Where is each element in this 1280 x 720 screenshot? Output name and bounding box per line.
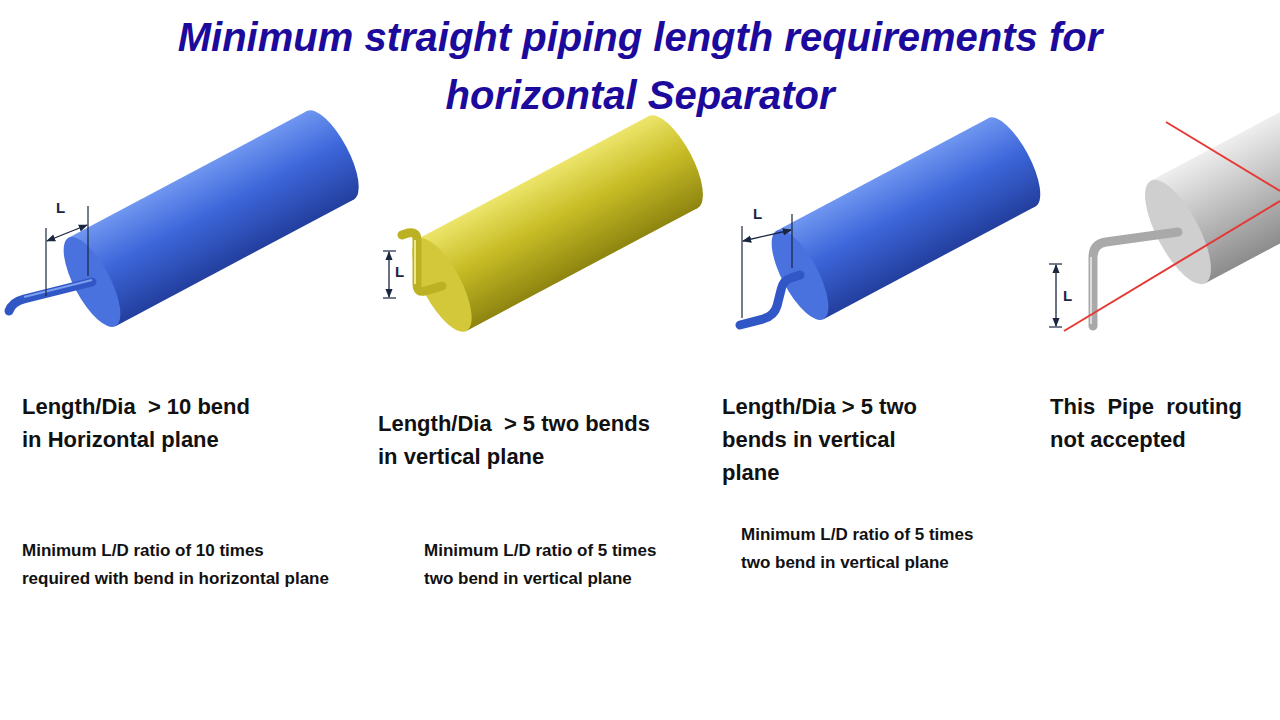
dimension-arrow bbox=[388, 252, 389, 297]
separator-vessel bbox=[1132, 78, 1280, 294]
dimension-label: L bbox=[1063, 287, 1072, 304]
nozzle-pipe bbox=[402, 233, 442, 292]
separator-vessel bbox=[761, 110, 1052, 328]
extension-line bbox=[87, 206, 88, 276]
extension-line bbox=[383, 297, 396, 298]
figure-caption: Length/Dia > 5 two bends in vertical pla… bbox=[378, 407, 653, 473]
figure-note: Minimum L/D ratio of 5 times two bend in… bbox=[424, 537, 724, 593]
dimension-label: L bbox=[56, 199, 65, 216]
reject-cross bbox=[1166, 122, 1280, 191]
pipe-highlight bbox=[24, 280, 92, 297]
nozzle-pipe bbox=[9, 282, 92, 311]
dimension-arrow bbox=[47, 225, 87, 241]
nozzle-pipe bbox=[740, 275, 800, 325]
reject-cross bbox=[1064, 201, 1280, 331]
figure-caption: This Pipe routing not accepted bbox=[1050, 390, 1274, 456]
dimension-arrow bbox=[1055, 265, 1056, 326]
dimension-label: L bbox=[395, 263, 404, 280]
figure-caption: Length/Dia > 10 bend in Horizontal plane bbox=[22, 390, 272, 456]
extension-line bbox=[741, 226, 742, 318]
extension-line bbox=[791, 214, 792, 268]
dimension-label: L bbox=[753, 205, 762, 222]
dimension-arrow bbox=[743, 230, 791, 241]
page-title: Minimum straight piping length requireme… bbox=[100, 8, 1180, 124]
figure-caption: Length/Dia > 5 two bends in vertical pla… bbox=[722, 390, 954, 489]
extension-line bbox=[1049, 326, 1062, 327]
figure-note: Minimum L/D ratio of 5 times two bend in… bbox=[741, 521, 1041, 577]
separator-vessel bbox=[53, 103, 370, 335]
extension-line bbox=[1049, 263, 1062, 264]
extension-line bbox=[383, 250, 396, 251]
extension-line bbox=[45, 228, 46, 296]
figure-note: Minimum L/D ratio of 10 times required w… bbox=[22, 537, 407, 593]
nozzle-pipe bbox=[1093, 232, 1178, 326]
pipe-highlight bbox=[414, 240, 416, 284]
separator-vessel bbox=[401, 107, 715, 340]
